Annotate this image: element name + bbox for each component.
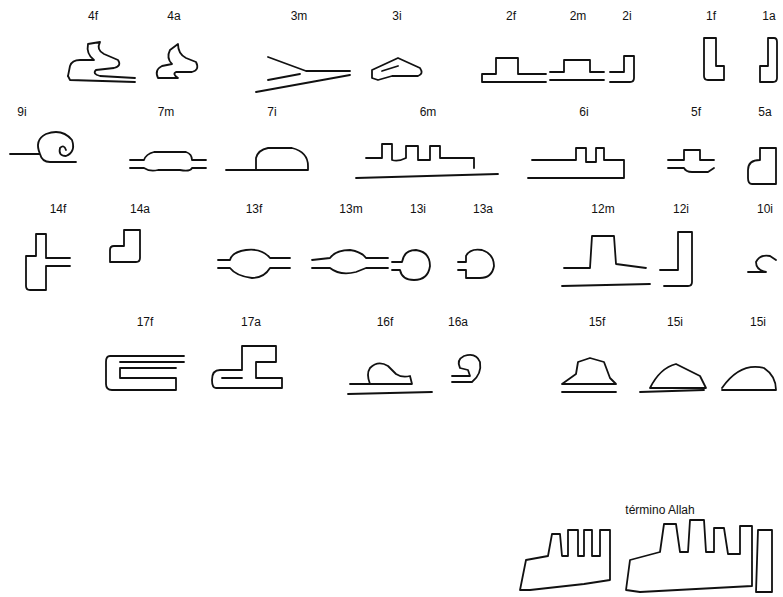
letter-shape [452, 355, 480, 382]
letter-shape [226, 148, 308, 170]
letter-shape [106, 356, 184, 390]
allah-shape [626, 520, 772, 592]
shape-label: 2f [506, 9, 516, 23]
shape-label: 3m [291, 9, 308, 23]
letter-shape [640, 364, 706, 392]
shape-label: 9i [17, 105, 26, 119]
shape-label: 15f [589, 315, 606, 329]
letter-shape [348, 363, 432, 394]
letter-shape [550, 60, 604, 80]
allah-shape [520, 530, 610, 590]
shape-label: 1f [706, 9, 716, 23]
shape-label: 14a [130, 202, 150, 216]
shape-label: 13m [339, 202, 362, 216]
letter-shape [212, 346, 282, 388]
letter-shape [110, 230, 140, 262]
shape-label: 4a [167, 9, 180, 23]
letter-shape [562, 358, 616, 392]
shape-label: 7i [267, 105, 276, 119]
shape-label: 12m [591, 202, 614, 216]
letter-shape [482, 58, 546, 82]
shape-label: 16f [377, 315, 394, 329]
shape-label: 4f [88, 9, 98, 23]
letter-shape [610, 56, 634, 82]
shape-label: 15i [750, 315, 766, 329]
shape-label: 15i [667, 315, 683, 329]
shape-label: 5a [758, 105, 771, 119]
shape-label: 12i [673, 202, 689, 216]
letter-shape [372, 58, 422, 80]
letter-shape [256, 57, 350, 92]
letter-shape [26, 234, 70, 290]
letter-shape [562, 236, 650, 286]
shape-label: 5f [691, 105, 701, 119]
shape-label: 3i [392, 9, 401, 23]
shape-label: 10i [757, 202, 773, 216]
shape-label: 6i [579, 105, 588, 119]
shape-label: 2i [622, 9, 631, 23]
shape-label: 1a [762, 9, 775, 23]
shape-label: 13a [473, 202, 493, 216]
shape-label: 14f [50, 202, 67, 216]
letter-shape [722, 367, 776, 390]
letter-shape [356, 144, 498, 178]
letter-shape [528, 148, 624, 178]
letter-shape [668, 150, 714, 172]
letter-shape [157, 44, 198, 78]
shape-label: 2m [570, 9, 587, 23]
letter-shape [748, 148, 776, 184]
shape-label: 13f [246, 202, 263, 216]
shape-label: término Allah [625, 503, 694, 517]
letter-shape [760, 38, 777, 82]
letter-shape [392, 250, 430, 280]
letter-shape [704, 38, 724, 80]
letter-shape [68, 42, 135, 78]
shape-label: 17f [137, 315, 154, 329]
shape-label: 17a [241, 315, 261, 329]
letter-shape [748, 256, 776, 272]
letter-shape [312, 250, 388, 273]
shape-label: 7m [158, 105, 175, 119]
shape-label: 13i [410, 202, 426, 216]
letter-shape [130, 152, 206, 171]
shape-label: 16a [448, 315, 468, 329]
letter-shape [10, 132, 76, 162]
letter-shape [458, 250, 494, 278]
letter-shape [68, 76, 135, 82]
letter-shape [218, 250, 290, 278]
letter-shape [660, 232, 692, 286]
shape-label: 6m [420, 105, 437, 119]
